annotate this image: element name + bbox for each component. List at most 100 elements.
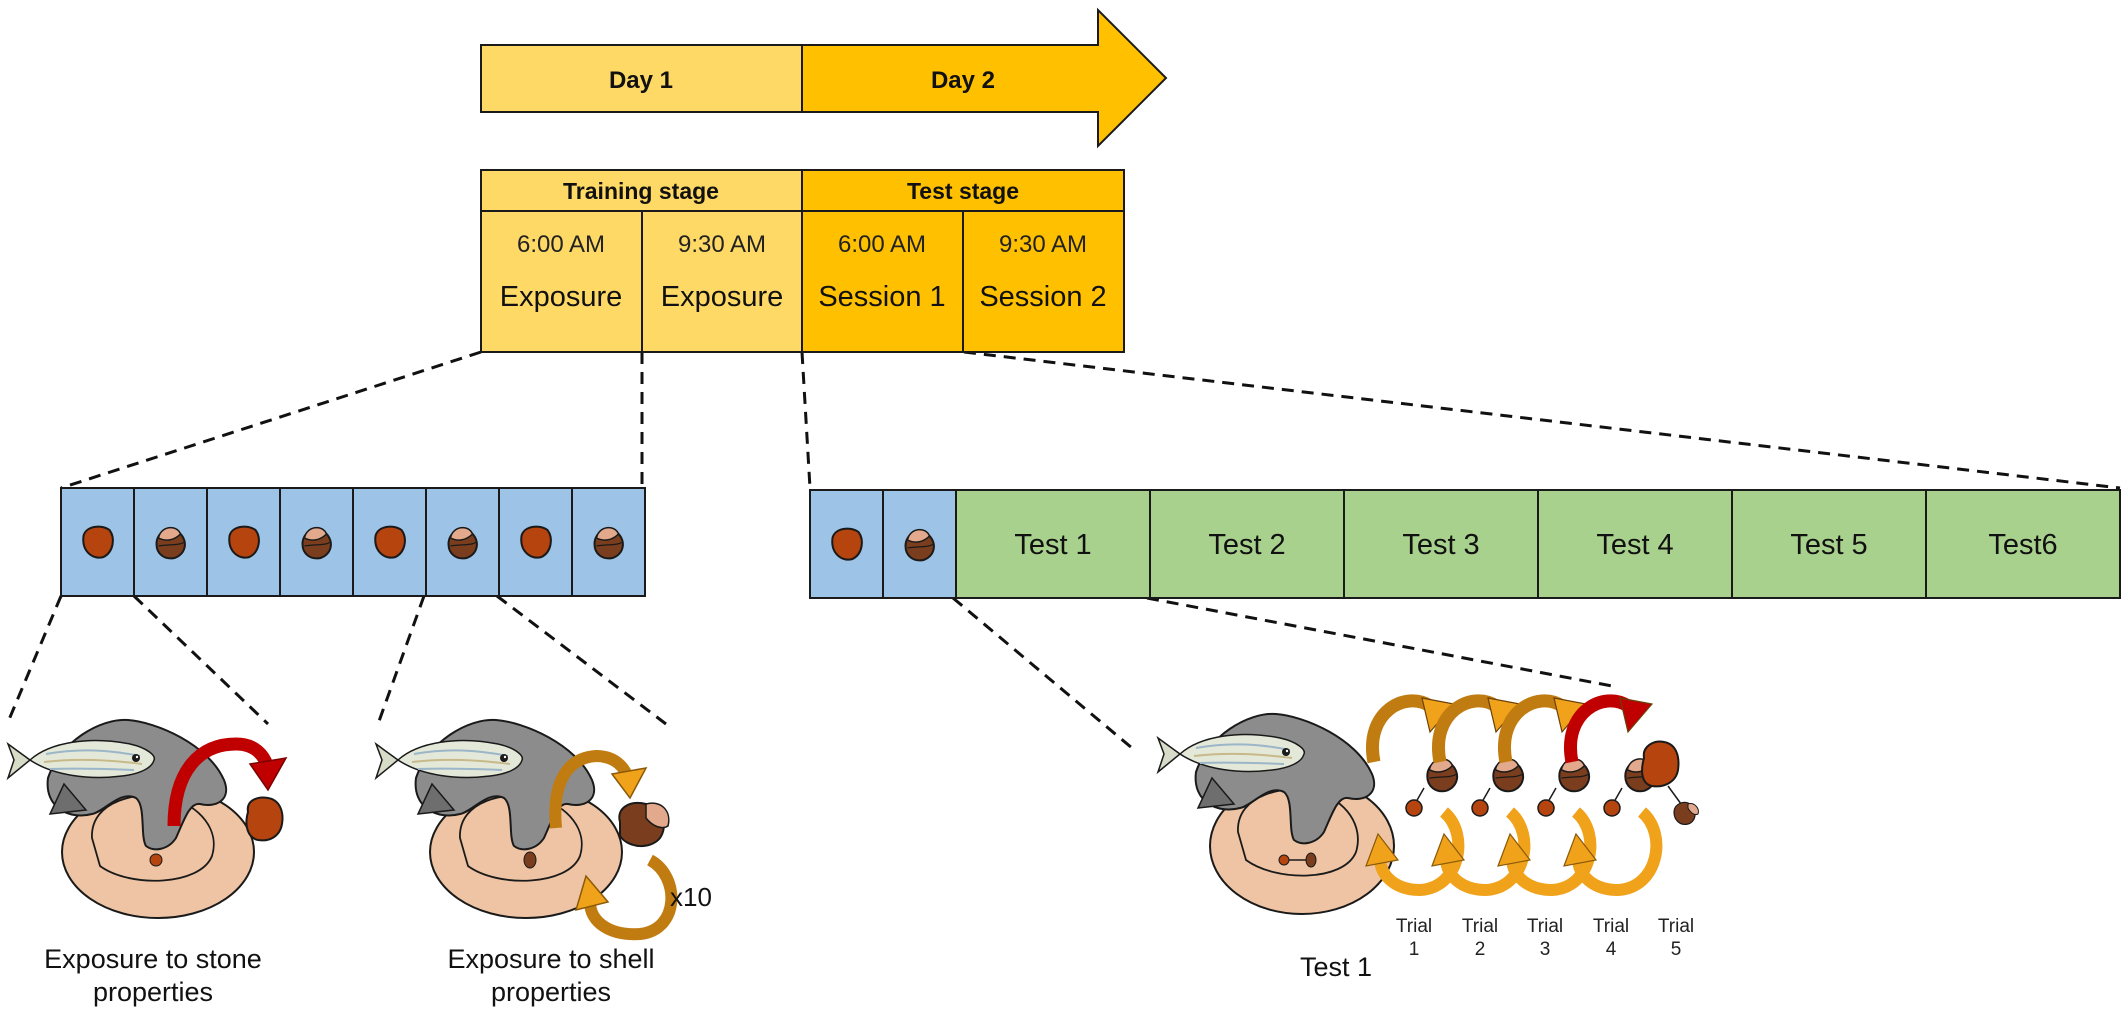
fish-icon xyxy=(7,739,156,779)
stone-icon xyxy=(245,796,284,842)
trial-label-word: Trial xyxy=(1527,916,1563,937)
fish-icon xyxy=(375,739,524,779)
training-stage-title: Training stage xyxy=(563,178,719,204)
shell-caption-line2: properties xyxy=(491,977,611,1007)
training-stage-header xyxy=(480,169,803,212)
day2-arrow xyxy=(801,7,1168,149)
test-slot-2-time: 9:30 AM xyxy=(999,231,1087,258)
test-slot-2-label: Session 2 xyxy=(979,281,1106,313)
stone-icon xyxy=(1537,799,1555,817)
trial-label-number: 2 xyxy=(1475,939,1486,960)
shell-icon xyxy=(1673,801,1699,825)
day-timeline: Day 1 Day 2 xyxy=(480,7,1168,149)
test-cell xyxy=(1343,489,1539,599)
zoom-connectors xyxy=(6,350,2121,750)
orange-return-arrow-icon xyxy=(1506,807,1597,897)
stage-table: Training stage Test stage 6:00 AM Exposu… xyxy=(480,169,1125,353)
test-stage-header xyxy=(801,169,1125,212)
training-cell xyxy=(279,487,354,597)
stone-icon xyxy=(520,525,552,559)
shell-icon xyxy=(447,526,478,560)
stone-icon xyxy=(1405,799,1423,817)
test-slot-2 xyxy=(962,210,1125,353)
training-cell xyxy=(60,487,135,597)
stone-icon xyxy=(1471,799,1489,817)
stone-icon xyxy=(149,853,163,867)
training-slot-2 xyxy=(641,210,803,353)
orange-curved-arrow-icon xyxy=(1498,694,1566,764)
tethered-pair-icon xyxy=(1278,852,1317,868)
shell-icon xyxy=(618,802,670,847)
red-curved-arrow-icon xyxy=(1564,694,1632,764)
shell-icon xyxy=(301,526,332,560)
training-slot-2-time: 9:30 AM xyxy=(678,231,766,258)
orange-return-arrow-icon xyxy=(584,854,678,941)
test-cell-label: Test 2 xyxy=(1208,529,1285,561)
training-slot-1 xyxy=(480,210,643,353)
trial-loops xyxy=(1365,694,1663,897)
red-curved-arrow-icon xyxy=(167,737,275,827)
day2-label: Day 2 xyxy=(931,67,995,94)
test-cell xyxy=(1925,489,2121,599)
test-slot-1-time: 6:00 AM xyxy=(838,231,926,258)
trial-label-word: Trial xyxy=(1462,916,1498,937)
final-stone-icon xyxy=(1641,740,1699,825)
day1-label: Day 1 xyxy=(609,67,673,94)
orange-return-arrow-icon xyxy=(1440,807,1531,897)
trial-label-number: 1 xyxy=(1409,939,1420,960)
day1-band xyxy=(480,44,803,113)
shell-icon xyxy=(593,526,624,560)
shell-icon xyxy=(1558,758,1591,793)
test-cell xyxy=(1731,489,1927,599)
repeat-label: x10 xyxy=(670,882,712,912)
shell-icon xyxy=(904,528,935,562)
test-cell-label: Test 5 xyxy=(1790,529,1867,561)
trial-label-word: Trial xyxy=(1593,916,1629,937)
test-cell xyxy=(955,489,1151,599)
test-cell-label: Test 1 xyxy=(1014,529,1091,561)
stone-icon xyxy=(831,527,863,561)
test-slot-1-label: Session 1 xyxy=(818,281,945,313)
sand-crater xyxy=(459,794,583,882)
orange-return-arrow-icon xyxy=(1572,807,1663,897)
shell-icon xyxy=(1426,758,1459,793)
trial-label-word: Trial xyxy=(1396,916,1432,937)
shell-exposure-panel: x10 Exposure to shell properties xyxy=(375,718,712,1007)
test-cell-label: Test6 xyxy=(1988,529,2057,561)
test-cell xyxy=(1149,489,1345,599)
fish-icon xyxy=(1157,733,1306,773)
stone-exposure-panel: Exposure to stone properties xyxy=(7,718,288,1007)
training-sequence-row xyxy=(60,487,646,597)
test-cell-label: Test 3 xyxy=(1402,529,1479,561)
shell-icon xyxy=(523,851,537,869)
shell-icon xyxy=(155,526,186,560)
stone-icon xyxy=(1603,799,1621,817)
trial-label-number: 5 xyxy=(1671,939,1682,960)
orange-return-arrow-icon xyxy=(1374,807,1465,897)
sand-crater xyxy=(91,794,215,882)
stone-icon xyxy=(374,525,406,559)
orange-curved-arrow-icon xyxy=(1432,694,1500,764)
test-caption: Test 1 xyxy=(1300,952,1372,982)
orange-curved-arrow-icon xyxy=(1366,694,1434,764)
shell-caption-line1: Exposure to shell xyxy=(447,944,654,974)
stone-icon xyxy=(82,525,114,559)
sand-crater xyxy=(1237,788,1359,877)
shell-icon xyxy=(1492,758,1525,793)
orange-curved-arrow-icon xyxy=(549,749,634,829)
test-stage-title: Test stage xyxy=(907,178,1019,204)
stone-icon xyxy=(228,525,260,559)
trial-label-number: 4 xyxy=(1606,939,1617,960)
trial-label-word: Trial xyxy=(1658,916,1694,937)
test-slot-1 xyxy=(801,210,964,353)
test-cell xyxy=(1537,489,1733,599)
training-slot-1-time: 6:00 AM xyxy=(517,231,605,258)
test-sequence-row: Test 1 Test 2 Test 3 Test 4 Test 5 Test6 xyxy=(809,489,2121,599)
test-cell-label: Test 4 xyxy=(1596,529,1673,561)
training-slot-1-label: Exposure xyxy=(500,281,623,313)
stone-caption-line2: properties xyxy=(93,977,213,1007)
training-slot-2-label: Exposure xyxy=(661,281,784,313)
